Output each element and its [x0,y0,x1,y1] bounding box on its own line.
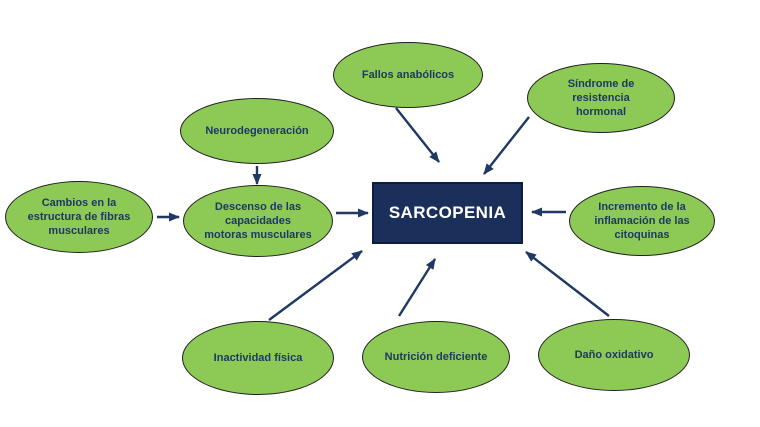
diagram-node-dano-oxidativo: Daño oxidativo [538,319,690,391]
arrow-inactividad-fisica-to-sarcopenia [268,250,363,321]
center-box-label: SARCOPENIA [388,203,507,222]
diagram-node-sindrome-resistencia-hormonal: Síndrome de resistencia hormonal [527,63,675,133]
diagram-node-cambios-estructura-fibras: Cambios en la estructura de fibras muscu… [5,181,153,253]
node-label: Nutrición deficiente [384,350,488,363]
node-label: Descenso de las capacidades motoras musc… [204,200,312,242]
diagram-node-descenso-capacidades: Descenso de las capacidades motoras musc… [183,185,333,257]
node-label: Neurodegeneración [205,124,309,137]
arrow-nutricion-deficiente-to-sarcopenia [397,258,437,317]
arrow-dano-oxidativo-to-sarcopenia [525,251,610,317]
node-label: Síndrome de resistencia hormonal [567,77,635,119]
diagram-node-inactividad-fisica: Inactividad física [182,321,334,395]
arrow-fallos-anabolicos-to-sarcopenia [395,107,440,163]
node-label: Daño oxidativo [574,348,654,361]
node-label: Incremento de la inflamación de las cito… [594,200,690,242]
diagram-node-nutricion-deficiente: Nutrición deficiente [362,321,510,393]
node-label: Fallos anabólicos [361,68,455,81]
diagram-node-incremento-inflamacion: Incremento de la inflamación de las cito… [569,186,715,256]
node-label: Inactividad física [213,351,303,364]
center-box-sarcopenia: SARCOPENIA [372,182,523,244]
node-label: Cambios en la estructura de fibras muscu… [27,196,131,238]
arrow-sindrome-resistencia-hormonal-to-sarcopenia [483,116,530,175]
diagram-node-neurodegeneracion: Neurodegeneración [180,98,334,164]
diagram-node-fallos-anabolicos: Fallos anabólicos [333,42,483,108]
